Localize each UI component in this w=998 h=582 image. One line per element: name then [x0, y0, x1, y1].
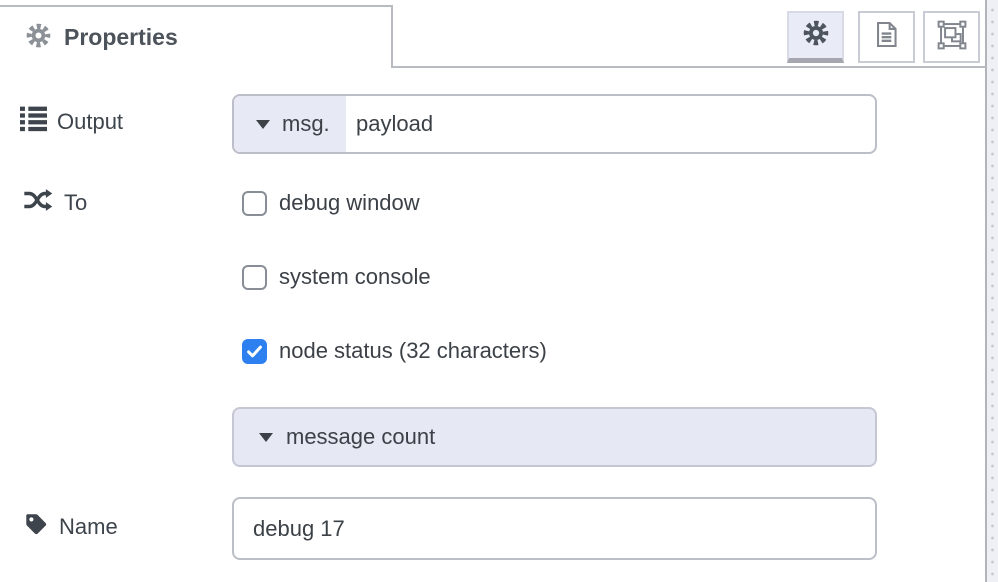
properties-tab-button[interactable] — [787, 11, 844, 63]
output-type-dropdown[interactable]: msg. — [234, 96, 346, 152]
tab-properties-label: Properties — [64, 24, 178, 50]
status-type-dropdown[interactable]: message count — [232, 407, 877, 467]
output-label-text: Output — [57, 109, 124, 134]
output-property-value[interactable]: payload — [356, 111, 434, 136]
name-input[interactable] — [232, 497, 877, 560]
gear-icon — [25, 22, 52, 54]
document-icon — [872, 20, 901, 54]
system-console-checkbox[interactable] — [242, 264, 267, 290]
node-status-checkbox-label: node status (32 characters) — [279, 338, 547, 363]
node-status-checkbox-row[interactable]: node status (32 characters) — [242, 338, 547, 364]
tab-properties[interactable]: Properties — [0, 5, 393, 68]
gear-icon — [802, 19, 830, 52]
chevron-down-icon — [256, 119, 270, 129]
system-console-checkbox-label: system console — [279, 264, 431, 289]
output-typed-input[interactable]: msg. payload — [232, 94, 877, 154]
name-label-text: Name — [59, 514, 118, 539]
debug-window-checkbox[interactable] — [242, 190, 267, 216]
output-field-label: Output — [20, 105, 123, 139]
debug-window-checkbox-row[interactable]: debug window — [242, 190, 420, 216]
node-status-checkbox[interactable] — [242, 338, 267, 364]
tray-resize-handle[interactable] — [987, 0, 998, 582]
to-field-label: To — [23, 186, 87, 220]
shuffle-icon — [23, 188, 54, 218]
description-tab-button[interactable] — [858, 11, 915, 63]
chevron-down-icon — [259, 432, 273, 442]
system-console-checkbox-row[interactable]: system console — [242, 264, 431, 290]
status-type-value: message count — [286, 424, 436, 449]
to-label-text: To — [64, 190, 88, 215]
appearance-tab-button[interactable] — [923, 11, 980, 63]
tag-icon — [24, 512, 49, 543]
list-icon — [20, 106, 47, 138]
header-divider — [392, 66, 987, 68]
name-field-label: Name — [24, 510, 118, 544]
output-type-label: msg. — [282, 111, 330, 136]
panel-right-border — [985, 0, 987, 582]
appearance-icon — [937, 20, 967, 55]
debug-window-checkbox-label: debug window — [279, 190, 420, 215]
